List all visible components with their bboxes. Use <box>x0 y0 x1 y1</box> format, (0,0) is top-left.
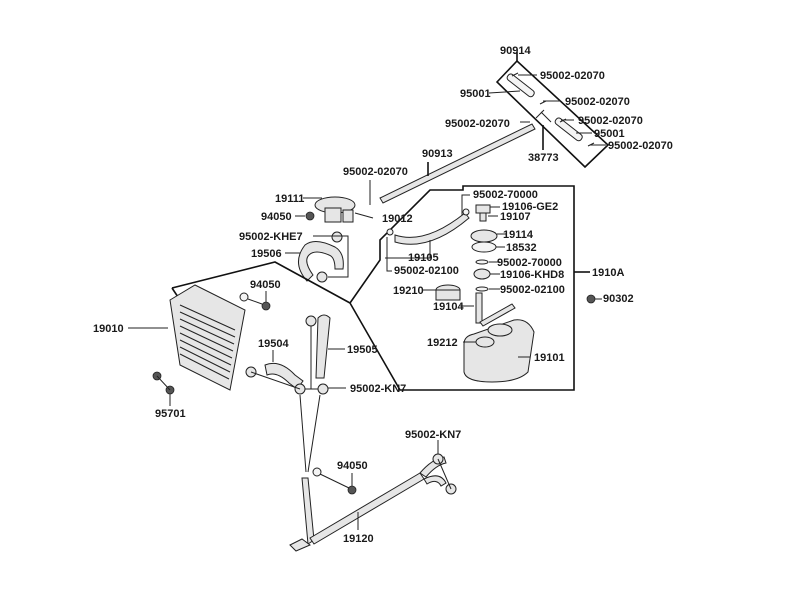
cap-19106-ge2 <box>475 204 491 214</box>
part-label-94050: 94050 <box>337 460 368 472</box>
bolt-90302 <box>586 294 596 304</box>
part-label-95002-02100: 95002-02100 <box>500 284 565 296</box>
part-label-18532: 18532 <box>506 242 537 254</box>
seal-19106-khd8 <box>473 268 491 280</box>
clamp-95002-khe7 <box>331 231 343 243</box>
hose-90913 <box>379 123 536 204</box>
part-label-19105: 19105 <box>408 252 439 264</box>
part-label-95002-02100: 95002-02100 <box>394 265 459 277</box>
cap-19212 <box>475 336 495 348</box>
part-label-19106-khd8: 19106-KHD8 <box>500 269 565 281</box>
part-label-95002-kn7: 95002-KN7 <box>350 383 407 395</box>
pipe-19120 <box>301 477 315 545</box>
part-label-19101: 19101 <box>534 352 565 364</box>
part-label-19107: 19107 <box>500 211 531 223</box>
part-label-19104: 19104 <box>433 301 464 313</box>
part-label-38773: 38773 <box>528 152 559 164</box>
reservoir-19101 <box>463 319 535 383</box>
part-label-90913: 90913 <box>422 148 453 160</box>
part-label-95002-02070: 95002-02070 <box>445 118 510 130</box>
radiator-19010 <box>169 284 246 391</box>
part-label-19114: 19114 <box>503 229 533 241</box>
part-label-19120: 19120 <box>343 533 374 545</box>
part-label-19010: 19010 <box>93 323 124 335</box>
part-label-95002-khe7: 95002-KHE7 <box>239 231 303 243</box>
part-label-95002-02070: 95002-02070 <box>343 166 408 178</box>
part-label-95002-70000: 95002-70000 <box>473 189 538 201</box>
part-label-90914: 90914 <box>500 45 531 57</box>
part-label-95002-02070: 95002-02070 <box>540 70 605 82</box>
bolt-94050 <box>305 211 315 221</box>
part-label-90302: 90302 <box>603 293 634 305</box>
part-label-19505: 19505 <box>347 344 378 356</box>
hose-19505 <box>315 314 331 379</box>
t-joint-38773 <box>535 109 552 123</box>
part-label-94050: 94050 <box>250 279 281 291</box>
hose-95001-a <box>506 73 535 98</box>
part-label-94050: 94050 <box>261 211 292 223</box>
part-label-95002-02070: 95002-02070 <box>608 140 673 152</box>
cap-19114 <box>470 229 498 243</box>
part-label-95002-02070: 95002-02070 <box>565 96 630 108</box>
hose-95001-b <box>554 117 583 142</box>
part-label-95002-kn7: 95002-KN7 <box>405 429 462 441</box>
kit-90914-box <box>495 59 610 169</box>
part-label-95002-70000: 95002-70000 <box>497 257 562 269</box>
part-label-95701: 95701 <box>155 408 186 420</box>
hose-19105 <box>394 212 470 245</box>
part-label-95001: 95001 <box>594 128 625 140</box>
part-label-95001: 95001 <box>460 88 491 100</box>
part-label-19012: 19012 <box>382 213 413 225</box>
part-label-19504: 19504 <box>258 338 289 350</box>
reservoir-kit-1910A-box <box>349 185 575 391</box>
part-label-1910a: 1910A <box>592 267 625 279</box>
part-label-19111: 19111 <box>275 193 305 205</box>
part-label-19210: 19210 <box>393 285 424 297</box>
part-label-19212: 19212 <box>427 337 458 349</box>
hose-19506 <box>298 241 344 282</box>
clamp-18532 <box>471 241 497 253</box>
tube-19104 <box>475 292 483 324</box>
part-label-19106-ge2: 19106-GE2 <box>502 201 559 213</box>
washer-94050 <box>239 292 249 302</box>
part-label-95002-02070: 95002-02070 <box>578 115 643 127</box>
part-label-19506: 19506 <box>251 248 282 260</box>
